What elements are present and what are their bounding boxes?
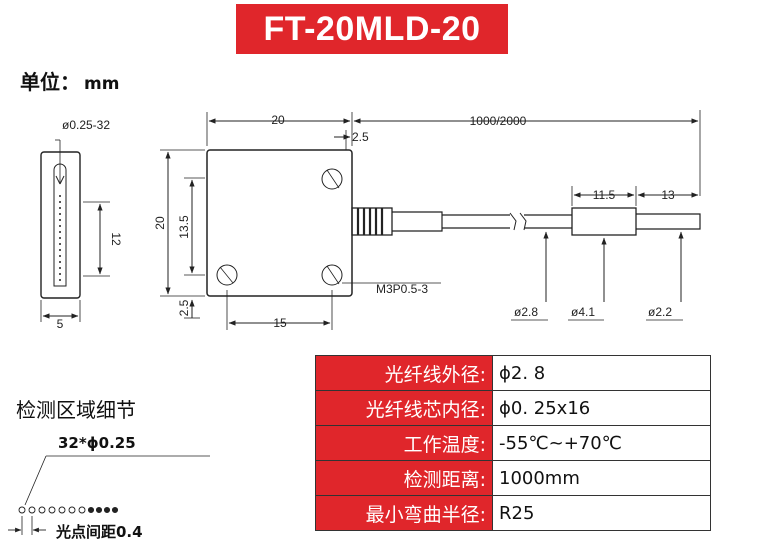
spec-row: 检测距离: 1000mm [315, 460, 711, 496]
pitch-label: 32*ϕ0.25 [58, 434, 136, 452]
mount-hole-bottom-right [321, 264, 343, 286]
fiber-dots [59, 195, 61, 281]
product-title: FT-20MLD-20 [236, 4, 508, 54]
tip-length-label: 13 [661, 188, 675, 202]
detail-title: 检测区域细节 [16, 398, 136, 422]
mount-hole-top-right [321, 168, 343, 190]
front-offset-label: 2.5 [352, 130, 369, 144]
spec-row: 光纤线芯内径: ϕ0. 25x16 [315, 390, 711, 426]
sleeve-diameter-label: ø4.1 [571, 305, 595, 319]
spec-value: ϕ0. 25x16 [492, 390, 711, 426]
metal-sleeve [571, 207, 637, 236]
spec-row: 光纤线外径: ϕ2. 8 [315, 355, 711, 391]
spec-key: 光纤线芯内径: [315, 390, 493, 426]
side-width-label: 5 [57, 317, 64, 331]
fiber-tip [636, 213, 701, 230]
spec-value: R25 [492, 495, 711, 531]
spec-value: -55℃~+70℃ [492, 425, 711, 461]
front-width-label: 20 [271, 113, 285, 127]
detail-dots [8, 455, 210, 535]
side-fiber-label: ø0.25-32 [62, 118, 110, 132]
unit-line: 单位：mm [20, 66, 119, 95]
spec-key: 光纤线外径: [315, 355, 493, 391]
spec-value: ϕ2. 8 [492, 355, 711, 391]
mount-hole-bottom-left [216, 264, 238, 286]
cable-jacket [392, 211, 443, 232]
cable-length-label: 1000/2000 [470, 114, 527, 128]
side-view-body [40, 151, 81, 299]
bottom-offset-label: 2.5 [177, 299, 191, 316]
fiber-slot [53, 163, 67, 287]
strain-relief [351, 207, 393, 236]
hole-spacing-label: 13.5 [177, 215, 191, 239]
bottom-width-label: 15 [273, 316, 287, 330]
unit-value: mm [84, 74, 120, 94]
spec-key: 最小弯曲半径: [315, 495, 493, 531]
front-height-label: 20 [153, 216, 167, 230]
side-height-label: 12 [109, 232, 123, 246]
spec-row: 工作温度: -55℃~+70℃ [315, 425, 711, 461]
tip-diameter-label: ø2.2 [648, 305, 672, 319]
side-view [40, 139, 110, 322]
sleeve-length-label: 11.5 [593, 188, 616, 202]
unit-label: 单位： [20, 70, 80, 94]
sensor-body [206, 149, 353, 297]
spec-value: 1000mm [492, 460, 711, 496]
cable-diameter-label: ø2.8 [514, 305, 538, 319]
spec-table: 光纤线外径: ϕ2. 8 光纤线芯内径: ϕ0. 25x16 工作温度: -55… [315, 355, 711, 531]
spec-key: 检测距离: [315, 460, 493, 496]
screw-label: M3P0.5-3 [376, 282, 428, 296]
spec-row: 最小弯曲半径: R25 [315, 495, 711, 531]
spec-key: 工作温度: [315, 425, 493, 461]
spacing-label: 光点间距0.4 [56, 523, 143, 541]
front-view [160, 110, 701, 330]
